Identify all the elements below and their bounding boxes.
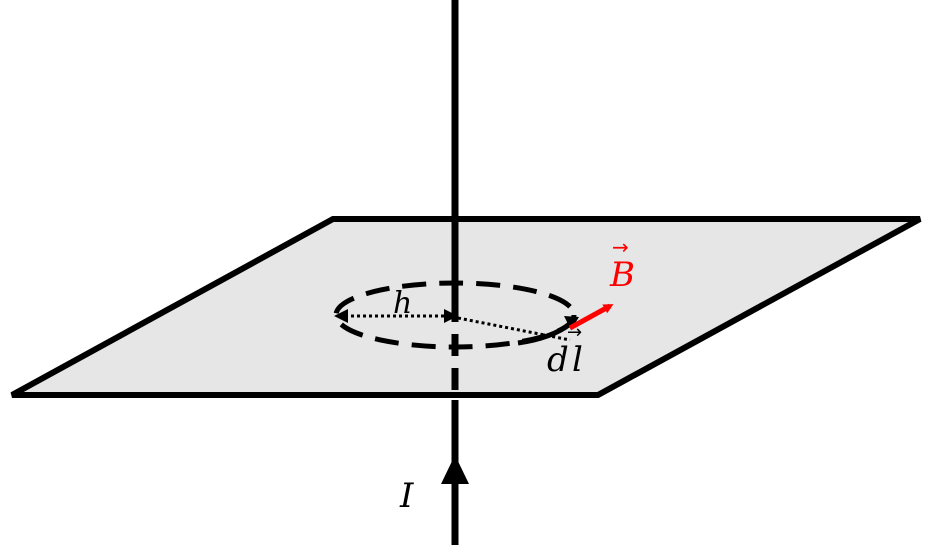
label-b: B [609,255,635,295]
label-current-i: I [399,476,414,516]
label-h: h [393,286,412,321]
current-arrowhead [441,455,469,484]
label-b-vector-arrow: → [612,235,629,259]
radius-h-arrowhead-right [444,309,458,323]
dl-arrowhead [564,316,579,330]
radius-h-arrowhead-left [334,309,348,323]
dl-element [517,321,572,346]
radius-to-element [457,316,571,342]
label-dl-d: d [547,340,569,380]
label-dl-vector-arrow: → [567,322,582,343]
b-vector [568,303,614,331]
ampere-loop [333,280,577,350]
plane [10,216,922,398]
label-dl-l: l [572,340,583,380]
